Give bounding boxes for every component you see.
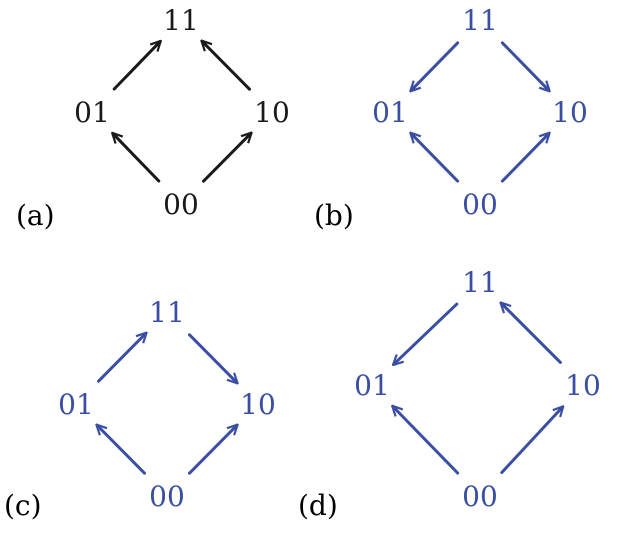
panel-c: (c) 11 01 10 00 bbox=[4, 296, 276, 522]
edge-group-d bbox=[393, 302, 563, 475]
arrow-top-to-right bbox=[188, 333, 237, 383]
arrow-left-to-top bbox=[112, 42, 160, 91]
arrow-top-to-left bbox=[411, 41, 460, 91]
node-00: 00 bbox=[462, 188, 498, 221]
panel-b: (b) 11 01 10 00 bbox=[314, 4, 588, 232]
node-11: 11 bbox=[462, 4, 498, 37]
node-11: 11 bbox=[163, 4, 199, 37]
arrow-bottom-to-left bbox=[113, 134, 161, 183]
node-10: 10 bbox=[254, 96, 290, 129]
arrow-left-to-top bbox=[97, 333, 146, 383]
node-00: 00 bbox=[163, 188, 199, 221]
arrow-bottom-to-right bbox=[188, 425, 237, 475]
arrow-bottom-to-right bbox=[500, 407, 563, 474]
node-01: 01 bbox=[74, 96, 110, 129]
panel-label-a: (a) bbox=[16, 199, 55, 232]
panel-a: (a) 11 01 10 00 bbox=[16, 4, 290, 232]
node-10: 10 bbox=[240, 388, 276, 421]
arrow-right-to-top bbox=[501, 303, 562, 364]
node-01: 01 bbox=[354, 369, 390, 402]
node-01: 01 bbox=[372, 96, 408, 129]
node-10: 10 bbox=[552, 96, 588, 129]
panel-label-b: (b) bbox=[314, 199, 354, 232]
node-11: 11 bbox=[149, 296, 185, 329]
arrow-bottom-to-right bbox=[500, 133, 549, 183]
node-00: 00 bbox=[149, 480, 185, 513]
edge-group-c bbox=[97, 333, 237, 475]
panel-label-d: (d) bbox=[298, 489, 338, 522]
node-10: 10 bbox=[565, 369, 601, 402]
arrow-right-to-top bbox=[202, 41, 251, 91]
edge-group-b bbox=[411, 41, 549, 183]
panel-label-c: (c) bbox=[4, 489, 42, 522]
arrow-top-to-left bbox=[394, 302, 459, 364]
arrow-bottom-to-left bbox=[411, 133, 460, 183]
node-11: 11 bbox=[462, 266, 498, 299]
node-00: 00 bbox=[462, 480, 498, 513]
node-01: 01 bbox=[58, 388, 94, 421]
edge-group-a bbox=[112, 41, 251, 183]
arrow-top-to-right bbox=[500, 41, 549, 91]
arrow-bottom-to-right bbox=[202, 133, 251, 183]
arrow-bottom-to-left bbox=[393, 407, 460, 475]
arrow-bottom-to-left bbox=[97, 425, 146, 475]
panel-d: (d) 11 01 10 00 bbox=[298, 266, 601, 522]
